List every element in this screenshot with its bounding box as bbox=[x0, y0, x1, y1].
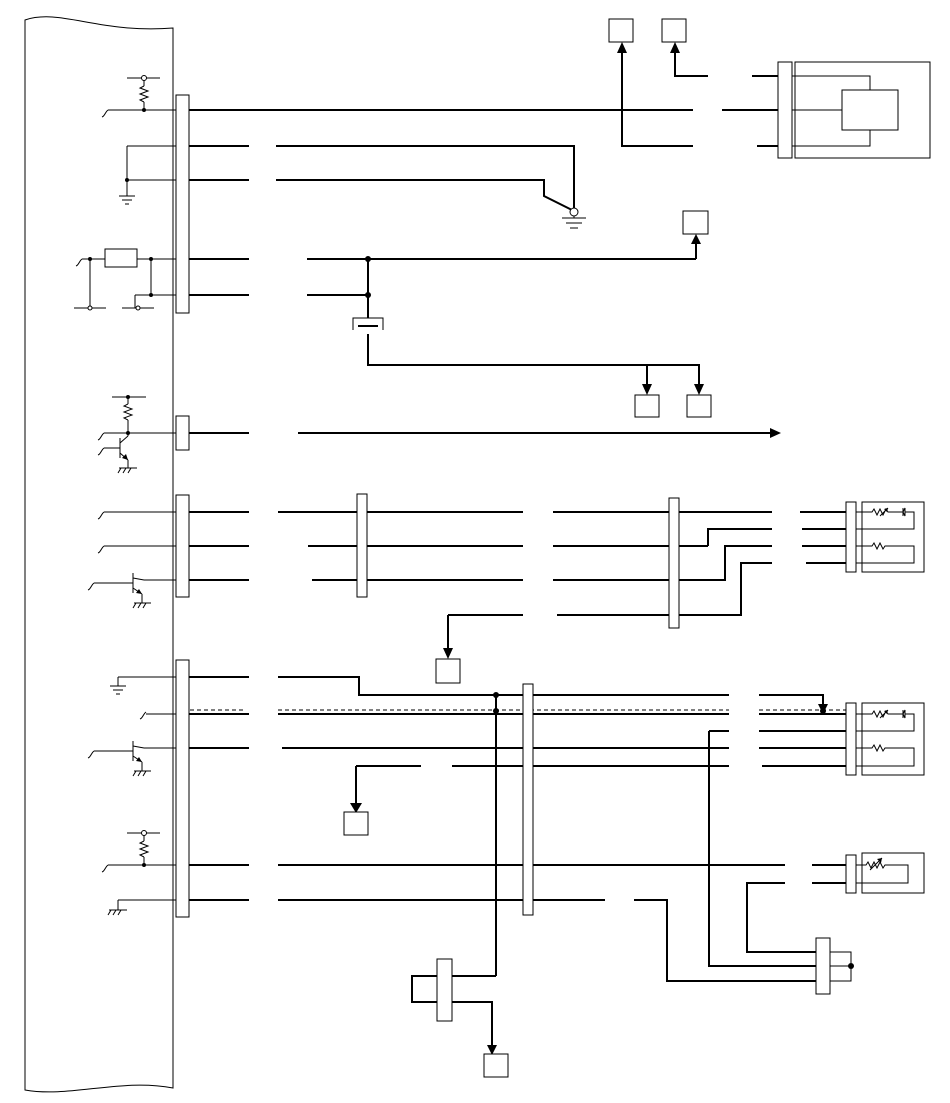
inline-connectors bbox=[356, 493, 831, 1022]
chassis-ground bbox=[562, 207, 586, 229]
sensor-1-connector bbox=[845, 501, 857, 573]
inline-connector-1 bbox=[356, 493, 368, 598]
component-1-module bbox=[841, 89, 899, 131]
fuse-symbol bbox=[352, 317, 384, 330]
ref-box-5 bbox=[686, 394, 712, 418]
transistor-circuit-4 bbox=[87, 741, 176, 777]
ground-circuit-5 bbox=[107, 899, 176, 916]
ecu-connector-4 bbox=[175, 659, 190, 918]
arrow-right-1 bbox=[770, 428, 781, 438]
sensor-component-2 bbox=[845, 702, 925, 776]
pullup-transistor-circuit-2 bbox=[97, 395, 176, 474]
control-unit-outline bbox=[24, 16, 174, 1093]
splice-1 bbox=[365, 256, 371, 262]
arrow-down-6 bbox=[487, 1045, 497, 1055]
pullup-resistor-circuit-5 bbox=[101, 830, 176, 873]
ref-box-7 bbox=[343, 811, 369, 836]
joint-connector bbox=[830, 951, 852, 982]
ecu-connector-3 bbox=[175, 494, 190, 598]
arrow-up-2 bbox=[670, 42, 680, 53]
sensor-component-3 bbox=[845, 852, 925, 894]
sensor-component-1 bbox=[845, 501, 925, 573]
arrow-up-3 bbox=[691, 234, 701, 244]
splice-points bbox=[365, 256, 854, 969]
splice-2 bbox=[365, 292, 371, 298]
arrow-down-5 bbox=[818, 704, 828, 714]
inline-connector-2 bbox=[668, 497, 680, 629]
ecu-connector-1 bbox=[175, 94, 190, 314]
sensor-3-body bbox=[861, 852, 925, 894]
sensor-2-connector bbox=[845, 702, 857, 776]
sensor-3-connector bbox=[845, 854, 857, 894]
control-unit bbox=[24, 16, 174, 1093]
ref-box-2 bbox=[661, 18, 687, 43]
arrow-up-1 bbox=[617, 42, 627, 53]
reference-boxes bbox=[343, 18, 712, 1078]
transistor-circuit-3 bbox=[87, 573, 176, 609]
internal-resistor-circuit bbox=[74, 248, 176, 311]
pullup-resistor-circuit-1 bbox=[101, 75, 176, 118]
ref-box-8 bbox=[483, 1053, 509, 1078]
ref-box-1 bbox=[608, 18, 634, 43]
internal-resistor bbox=[104, 248, 138, 268]
inline-connector-5 bbox=[815, 937, 831, 995]
arrow-down-4 bbox=[350, 803, 362, 813]
ecu-shielded-signal bbox=[139, 709, 245, 720]
ecu-connectors bbox=[175, 94, 190, 918]
ecu-signal-lines-3 bbox=[97, 511, 176, 554]
arrow-down-3 bbox=[443, 648, 453, 659]
signal-arrows bbox=[350, 42, 828, 1055]
component-1-connector bbox=[777, 61, 793, 159]
arrow-down-1 bbox=[642, 384, 652, 395]
inline-connector-3 bbox=[522, 683, 534, 916]
ref-box-4 bbox=[634, 394, 660, 418]
inline-connector-4 bbox=[436, 958, 453, 1022]
splice-3 bbox=[493, 692, 499, 698]
arrow-down-2 bbox=[694, 384, 704, 395]
splice-4 bbox=[493, 708, 499, 714]
ground-circuit-4 bbox=[110, 676, 176, 695]
component-module-top-right bbox=[752, 61, 931, 159]
harness-wires bbox=[189, 109, 848, 1048]
ref-box-3 bbox=[682, 210, 709, 235]
ref-box-6 bbox=[435, 658, 461, 684]
ground-circuit-1 bbox=[119, 145, 176, 205]
ecu-connector-2 bbox=[175, 415, 190, 451]
